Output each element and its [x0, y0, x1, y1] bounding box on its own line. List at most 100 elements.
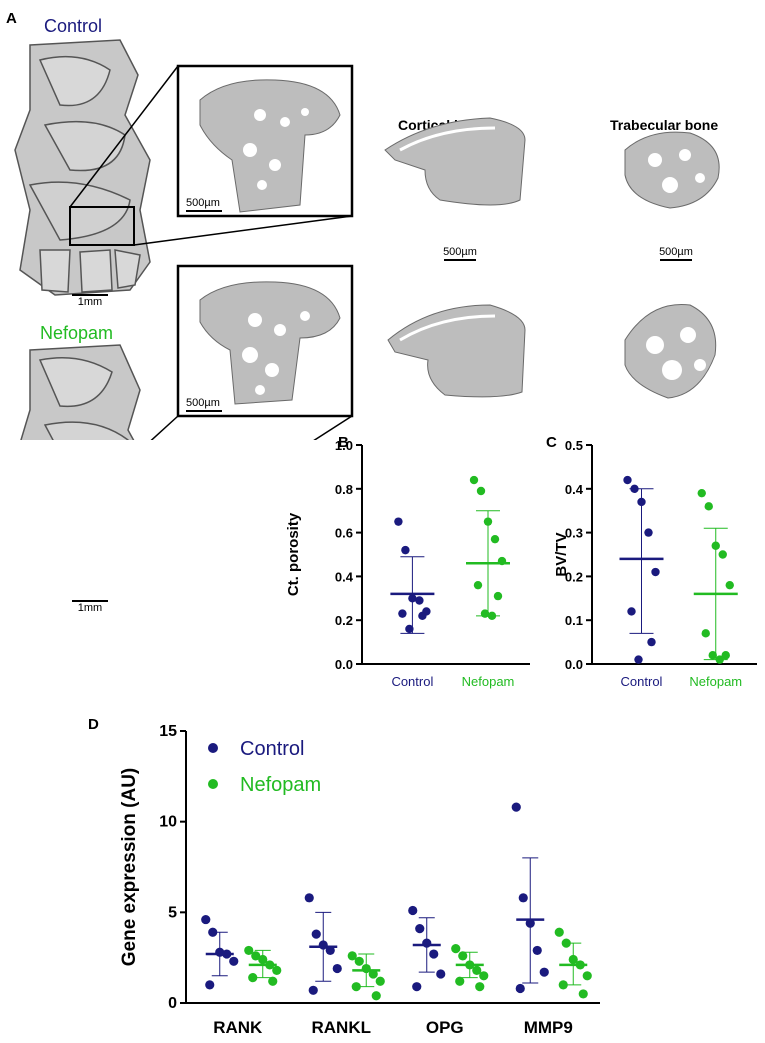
chart-c-y-tick-label: 0.3	[565, 526, 583, 541]
chart-c-control-point	[644, 528, 653, 537]
chart-d-mmp9-nefopam-point	[568, 954, 578, 965]
nefopam-foot-scale-label: 1mm	[77, 602, 103, 614]
chart-d-opg-nefopam-point	[451, 944, 461, 954]
chart-b-y-tick-label: 0.2	[335, 613, 353, 628]
control-foot-image	[14, 39, 151, 296]
chart-d-rankl-control-point	[311, 929, 321, 939]
chart-d-rank-nefopam-point	[248, 973, 258, 983]
nefopam-cortical-render	[387, 304, 526, 398]
chart-d-x-tick-label: OPG	[426, 1018, 464, 1037]
chart-c-nefopam-point	[711, 541, 720, 550]
chart-c-control-point	[651, 567, 660, 577]
chart-c-nefopam-point	[718, 550, 727, 559]
chart-c-control-point	[630, 484, 639, 493]
chart-c-control-point	[634, 655, 643, 664]
chart-c-control-point	[647, 637, 656, 647]
nefopam-foot-scalebar: 1mm	[72, 600, 108, 614]
chart-d-rankl-control-point	[304, 893, 314, 903]
chart-b-control-point	[418, 611, 427, 621]
panel-letter-a: A	[6, 10, 17, 27]
chart-c-y-tick-label: 0.2	[565, 569, 583, 584]
chart-d-mmp9-nefopam-point	[558, 980, 568, 990]
control-zoom-box	[69, 206, 135, 246]
chart-d-opg-nefopam-point	[465, 960, 475, 970]
chart-d-mmp9-nefopam-point	[554, 927, 564, 937]
nefopam-image-label: Nefopam	[40, 323, 114, 343]
chart-b-control-point	[394, 517, 403, 526]
chart-d-y-tick-label: 0	[168, 995, 177, 1012]
chart-b-nefopam-point	[476, 486, 486, 496]
chart-b-y-tick-label: 0.8	[335, 482, 353, 497]
chart-d-rank-control-point	[222, 949, 232, 959]
trabecular-scale-label: 500µm	[659, 246, 693, 258]
chart-b-y-tick-label: 1.0	[335, 438, 353, 453]
chart-d-legend-label: Nefopam	[240, 774, 321, 796]
chart-d-opg-nefopam-point	[479, 971, 489, 981]
chart-c-nefopam-point	[704, 502, 713, 511]
chart-d-mmp9-control-point	[511, 802, 521, 812]
chart-d-rankl-nefopam-point	[354, 956, 364, 966]
chart-b-control-point	[415, 596, 424, 605]
panel-letter-c: C	[546, 434, 557, 451]
chart-d-opg-control-point	[408, 905, 418, 916]
control-inset-bone	[199, 79, 341, 213]
chart-b-nefopam-point	[473, 580, 483, 590]
control-cortical-render	[384, 117, 526, 206]
chart-d-opg-control-point	[429, 949, 439, 959]
chart-d-legend-marker	[208, 743, 218, 753]
chart-d-rankl-nefopam-point	[361, 963, 371, 974]
cortical-scalebar: 500µm	[438, 246, 482, 261]
chart-c-x-tick-label: Nefopam	[689, 674, 742, 689]
chart-d-x-tick-label: RANK	[213, 1018, 263, 1037]
chart-d-rank-control-point	[208, 927, 218, 937]
chart-c-nefopam-point	[708, 651, 717, 660]
chart-d-y-tick-label: 15	[159, 723, 177, 740]
chart-d-opg-nefopam-point	[455, 976, 465, 986]
control-inset-scalebar: 500µm	[186, 197, 236, 212]
chart-b-control-point	[405, 624, 414, 634]
chart-c-y-axis-label: BV/TV	[553, 532, 570, 576]
chart-b-y-axis-label: Ct. porosity	[285, 512, 302, 596]
chart-d-opg-nefopam-point	[475, 982, 485, 992]
chart-d-mmp9-nefopam-point	[575, 960, 585, 970]
chart-d-rankl-control-point	[332, 963, 342, 974]
chart-b-nefopam-point	[483, 517, 493, 526]
chart-d-rank-control-point	[229, 956, 239, 966]
control-foot-scale-label: 1mm	[77, 296, 103, 308]
chart-d-x-tick-label: MMP9	[524, 1018, 573, 1037]
chart-d-rankl-nefopam-point	[351, 982, 361, 992]
chart-d-rankl-nefopam-point	[375, 976, 385, 986]
chart-b-nefopam-point	[497, 556, 507, 566]
chart-d-opg-control-point	[436, 969, 446, 979]
chart-b-control-point	[401, 545, 410, 555]
chart-d-rank-control-point	[215, 947, 225, 957]
chart-d-opg-nefopam-point	[458, 951, 468, 961]
chart-d-opg-control-point	[422, 938, 432, 948]
chart-c-y-tick-label: 0.1	[565, 613, 583, 628]
chart-d-y-axis-label: Gene expression (AU)	[119, 768, 140, 967]
chart-d-rank-nefopam-point	[244, 945, 254, 956]
chart-d-rankl-nefopam-point	[368, 969, 378, 979]
chart-d-opg-control-point	[415, 924, 425, 934]
chart-c-nefopam-point	[715, 655, 724, 664]
bone-image-panel	[14, 39, 720, 440]
chart-d-legend-label: Control	[240, 738, 304, 760]
chart-d-mmp9-control-point	[539, 967, 549, 977]
chart-b-y-tick-label: 0.0	[335, 657, 353, 672]
chart-c-nefopam-point	[725, 580, 734, 590]
cortical-scale-label: 500µm	[443, 246, 477, 258]
chart-d-rankl-control-point	[308, 985, 318, 995]
chart-d-mmp9-nefopam-point	[582, 971, 592, 981]
chart-d-rank-nefopam-point	[268, 976, 278, 986]
chart-d-rankl-control-point	[325, 945, 335, 956]
chart-d-rank-control-point	[201, 914, 211, 925]
chart-d-rank-control-point	[205, 980, 215, 990]
chart-c-y-tick-label: 0.0	[565, 657, 583, 672]
chart-c-y-tick-label: 0.5	[565, 438, 583, 453]
chart-d-mmp9-nefopam-point	[578, 989, 588, 999]
chart-d-opg-nefopam-point	[472, 965, 482, 975]
trabecular-bone-title: Trabecular bone	[610, 117, 719, 133]
chart-c-nefopam-point	[701, 629, 710, 638]
chart-b-y-tick-label: 0.6	[335, 526, 353, 541]
